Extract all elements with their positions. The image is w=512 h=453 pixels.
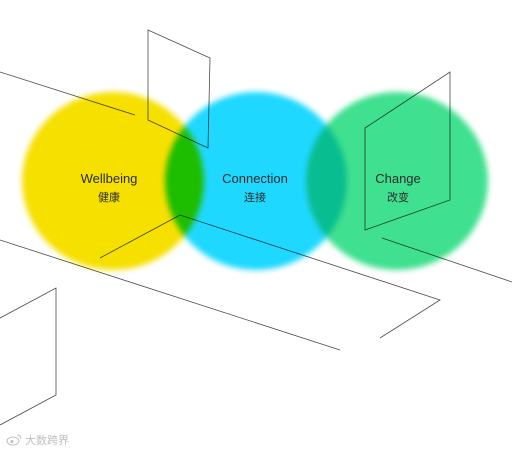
change-subtitle: 改变: [387, 191, 409, 204]
watermark: 大数跨界: [6, 432, 69, 448]
weibo-icon: [6, 434, 22, 446]
connection-subtitle: 连接: [244, 191, 266, 204]
change-circle: [306, 92, 488, 270]
connection-label: Connection 连接: [195, 171, 315, 205]
wellbeing-subtitle: 健康: [98, 191, 120, 204]
watermark-text: 大数跨界: [25, 434, 69, 447]
wellbeing-title: Wellbeing: [80, 171, 138, 186]
connection-title: Connection: [222, 171, 288, 186]
wellbeing-label: Wellbeing 健康: [49, 171, 169, 205]
change-label: Change 改变: [338, 171, 458, 205]
change-title: Change: [375, 171, 421, 186]
